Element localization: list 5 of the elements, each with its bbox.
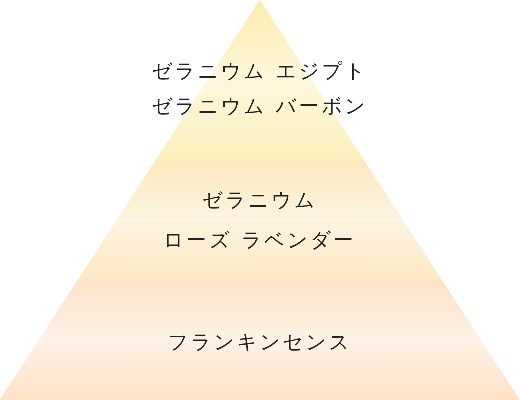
ingredient-label: ローズ ラベンダー <box>163 229 357 251</box>
ingredient-label: ゼラニウム エジプト <box>152 60 368 82</box>
ingredient-label: ゼラニウム <box>202 189 318 211</box>
ingredient-label: フランキンセンス <box>168 331 352 353</box>
ingredient-label: ゼラニウム バーボン <box>152 94 368 116</box>
